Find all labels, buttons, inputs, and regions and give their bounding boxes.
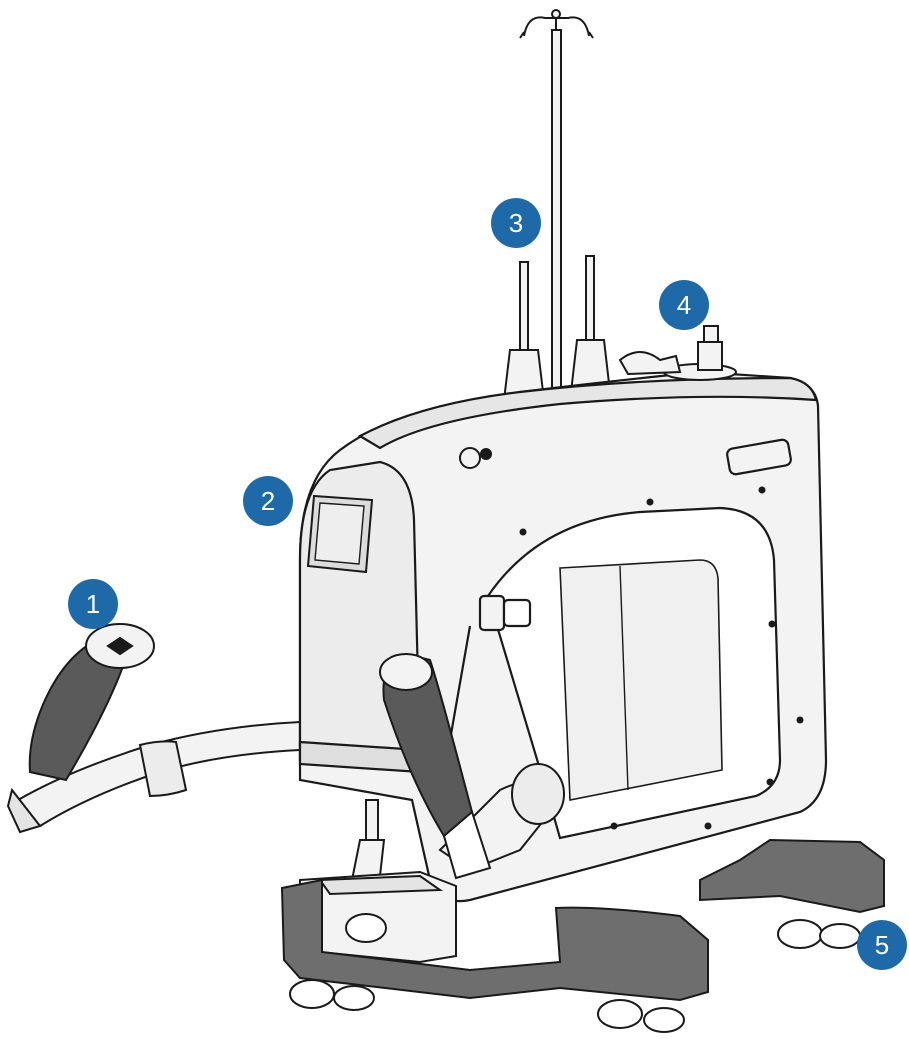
needle-assembly <box>350 799 386 882</box>
thread-tension-assembly <box>459 325 737 469</box>
touch-screen <box>306 494 374 574</box>
front-handle <box>379 652 565 880</box>
callout-1-badge: 1 <box>68 579 118 629</box>
callout-3-badge: 3 <box>491 198 541 248</box>
callout-2-label: 2 <box>260 486 276 516</box>
carriage-feet <box>280 838 885 1033</box>
callout-3-label: 3 <box>508 208 524 238</box>
side-knob <box>448 594 532 741</box>
callout-4-badge: 4 <box>659 280 709 330</box>
callout-5-label: 5 <box>874 930 890 960</box>
callout-1-label: 1 <box>85 589 101 619</box>
base-plate <box>299 870 457 964</box>
rear-handle <box>6 623 301 834</box>
callout-5-badge: 5 <box>857 920 907 970</box>
callout-4-label: 4 <box>676 290 692 320</box>
callout-2-badge: 2 <box>243 476 293 526</box>
thread-stand <box>519 9 594 391</box>
